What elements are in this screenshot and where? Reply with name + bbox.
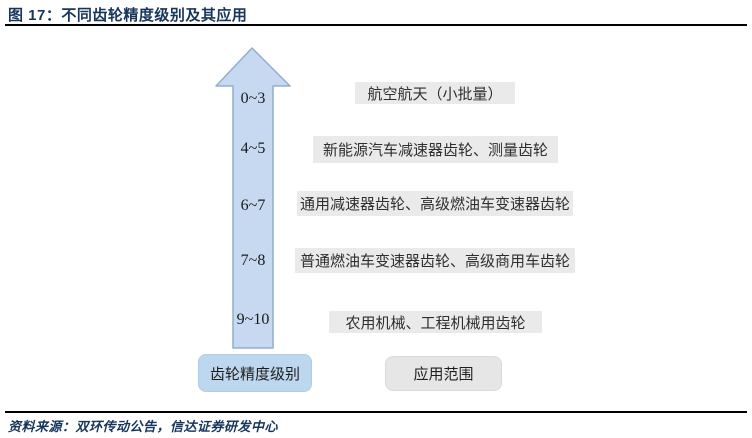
application-box-ev-reducer: 新能源汽车减速器齿轮、测量齿轮	[313, 136, 558, 163]
figure-title: 图 17：不同齿轮精度级别及其应用	[8, 7, 248, 24]
application-box-aerospace: 航空航天（小批量）	[355, 82, 515, 104]
grade-label-9-10: 9~10	[236, 311, 270, 328]
source-divider	[5, 411, 747, 413]
grade-label-7-8: 7~8	[240, 252, 266, 269]
application-box-agricultural: 农用机械、工程机械用齿轮	[329, 311, 542, 333]
application-box-general-reducer: 通用减速器齿轮、高级燃油车变速器齿轮	[297, 191, 573, 216]
grade-label-0-3: 0~3	[240, 90, 266, 107]
grade-label-4-5: 4~5	[240, 140, 266, 157]
application-box-fuel-vehicle: 普通燃油车变速器齿轮、高级商用车齿轮	[295, 248, 575, 273]
legend-grade-box: 齿轮精度级别	[198, 354, 312, 392]
title-divider	[5, 24, 747, 26]
grade-label-6-7: 6~7	[240, 197, 266, 214]
up-arrow-shape	[215, 47, 291, 349]
legend-application-box: 应用范围	[385, 356, 502, 391]
figure-source: 资料来源：双环传动公告，信达证券研发中心	[8, 419, 279, 434]
